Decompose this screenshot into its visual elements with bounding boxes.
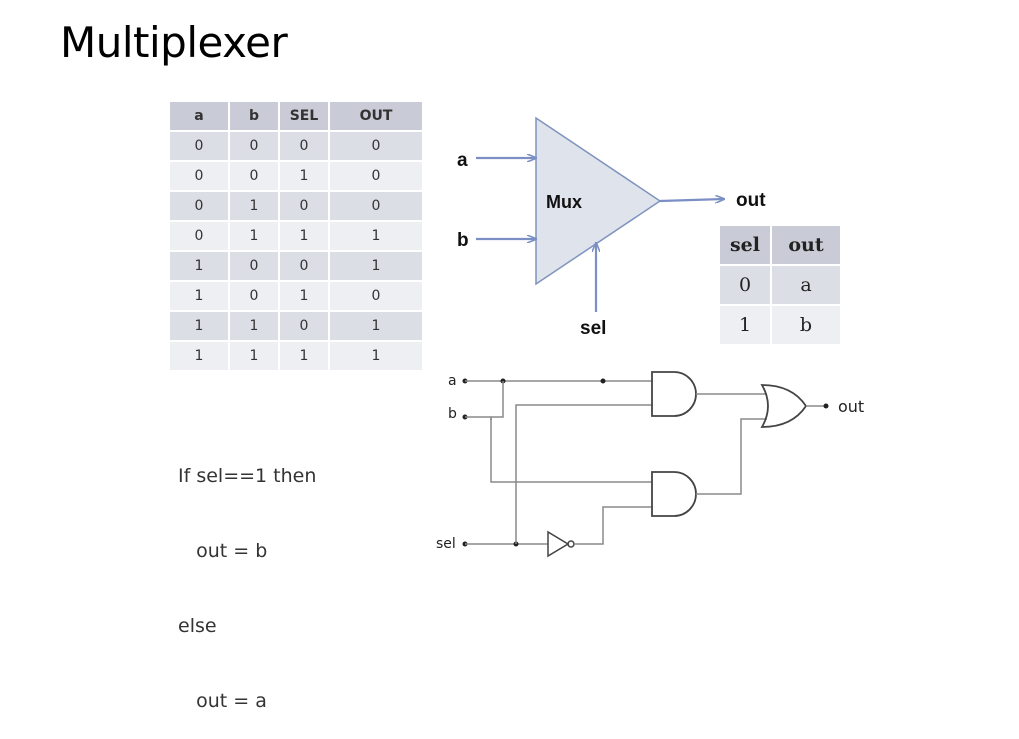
- circuit-input-b-label: b: [448, 406, 457, 422]
- output-dot: [823, 403, 829, 409]
- cell-out: 0: [330, 132, 422, 160]
- cell-sel: 0: [280, 312, 328, 340]
- cell-sel: 1: [280, 222, 328, 250]
- table-row: 1 0 1 0: [170, 282, 422, 310]
- mux-block-diagram: Mux a b out sel: [457, 116, 766, 339]
- select-table: sel out 0 a 1 b: [718, 224, 842, 346]
- cell-b: 1: [230, 342, 278, 370]
- truth-table-header-row: a b SEL OUT: [170, 102, 422, 130]
- cell-b: 1: [230, 222, 278, 250]
- cell-sel: 1: [280, 282, 328, 310]
- cell-a: 0: [170, 192, 228, 220]
- cell-sel: 1: [720, 306, 770, 344]
- select-table-header-row: sel out: [720, 226, 840, 264]
- gate-circuit: a b sel out: [436, 371, 864, 558]
- code-line: else: [178, 615, 217, 637]
- cell-b: 1: [230, 192, 278, 220]
- table-row: 0 1 0 0: [170, 192, 422, 220]
- cell-out: 0: [330, 162, 422, 190]
- table-row: 1 1 0 1: [170, 312, 422, 340]
- table-row: 1 0 0 1: [170, 252, 422, 280]
- header-b: b: [230, 102, 278, 130]
- header-out: OUT: [330, 102, 422, 130]
- header-sel: SEL: [280, 102, 328, 130]
- cell-out: 1: [330, 312, 422, 340]
- not-gate: [547, 530, 570, 558]
- cell-out: 0: [330, 192, 422, 220]
- cell-b: 0: [230, 252, 278, 280]
- cell-sel: 1: [280, 162, 328, 190]
- cell-sel: 1: [280, 342, 328, 370]
- header-out: out: [772, 226, 840, 264]
- circuit-output-label: out: [838, 397, 864, 416]
- cell-b: 0: [230, 132, 278, 160]
- cell-a: 1: [170, 252, 228, 280]
- cell-out: 0: [330, 282, 422, 310]
- mux-select-label: sel: [580, 318, 606, 339]
- code-line: If sel==1 then: [178, 465, 317, 487]
- mux-output-label: out: [736, 190, 766, 211]
- circuit-input-sel-label: sel: [436, 536, 456, 552]
- code-line: out = a: [178, 690, 267, 712]
- wire-a-branch: [490, 381, 652, 483]
- mux-input-a-label: a: [457, 150, 468, 171]
- table-row: 1 b: [720, 306, 840, 344]
- cell-b: 1: [230, 312, 278, 340]
- cell-a: 1: [170, 342, 228, 370]
- cell-out: b: [772, 306, 840, 344]
- cell-a: 0: [170, 162, 228, 190]
- wire-and2-out: [696, 418, 767, 495]
- cell-a: 0: [170, 132, 228, 160]
- table-row: 0 0 0 0: [170, 132, 422, 160]
- wire-not-out: [574, 506, 652, 545]
- junction-dot: [600, 378, 606, 384]
- mux-input-b-label: b: [457, 230, 469, 251]
- cell-b: 0: [230, 162, 278, 190]
- or-gate: [760, 384, 808, 428]
- cell-out: 1: [330, 342, 422, 370]
- cell-a: 1: [170, 282, 228, 310]
- cell-a: 0: [170, 222, 228, 250]
- circuit-input-a-label: a: [448, 373, 457, 389]
- cell-b: 0: [230, 282, 278, 310]
- table-row: 0 a: [720, 266, 840, 304]
- header-a: a: [170, 102, 228, 130]
- table-row: 0 1 1 1: [170, 222, 422, 250]
- table-row: 1 1 1 1: [170, 342, 422, 370]
- table-row: 0 0 1 0: [170, 162, 422, 190]
- cell-out: 1: [330, 222, 422, 250]
- and-gate-1: [651, 371, 697, 417]
- cell-a: 1: [170, 312, 228, 340]
- cell-out: a: [772, 266, 840, 304]
- cell-sel: 0: [280, 132, 328, 160]
- diagram-canvas: Mux a b out sel a b sel out: [436, 116, 864, 558]
- truth-table: a b SEL OUT 0 0 0 0 0 0 1 0 0 1 0 0 0 1 …: [168, 100, 424, 372]
- cell-sel: 0: [280, 252, 328, 280]
- and-gate-2: [651, 471, 697, 517]
- wire-sel-branch: [515, 404, 518, 544]
- cell-sel: 0: [280, 192, 328, 220]
- cell-out: 1: [330, 252, 422, 280]
- header-sel: sel: [720, 226, 770, 264]
- slide-title: Multiplexer: [60, 18, 288, 67]
- mux-output-arrow: [659, 199, 724, 201]
- cell-sel: 0: [720, 266, 770, 304]
- code-line: out = b: [178, 540, 268, 562]
- mux-label: Mux: [546, 192, 582, 212]
